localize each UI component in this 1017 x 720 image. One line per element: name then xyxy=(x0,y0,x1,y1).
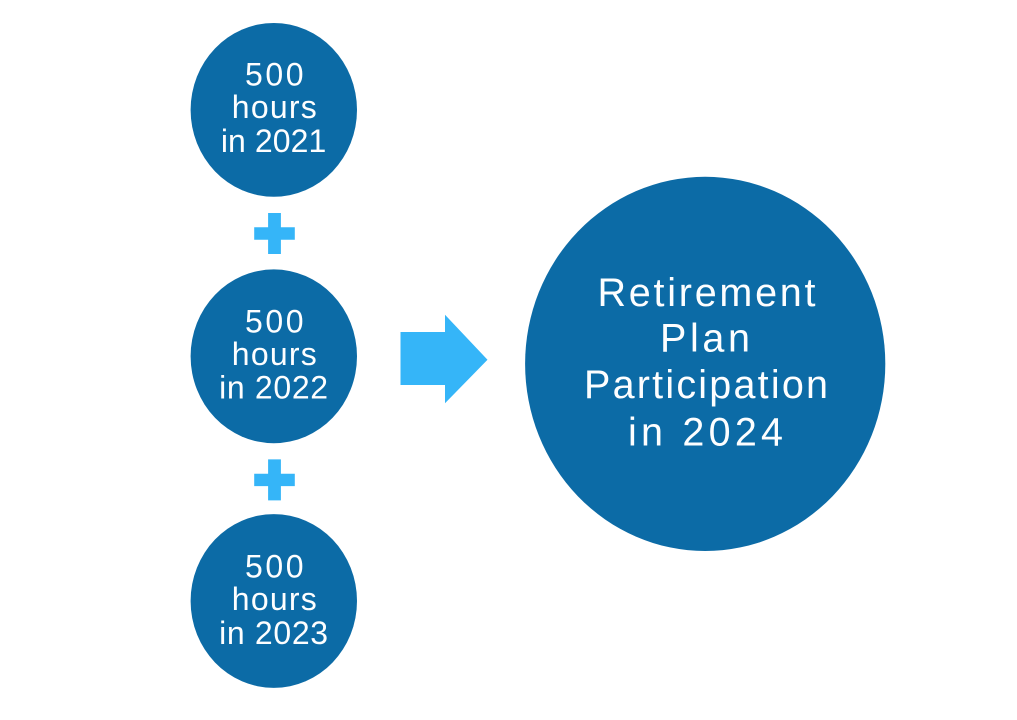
svg-text:Retirement: Retirement xyxy=(598,271,816,315)
svg-text:hours: hours xyxy=(232,336,317,372)
svg-text:in 2021: in 2021 xyxy=(221,123,327,159)
svg-text:in 2023: in 2023 xyxy=(219,615,328,651)
svg-text:hours: hours xyxy=(232,89,317,125)
svg-text:in 2022: in 2022 xyxy=(219,370,328,406)
svg-text:Participation: Participation xyxy=(584,363,828,407)
svg-text:Plan: Plan xyxy=(660,316,750,360)
svg-text:500: 500 xyxy=(245,303,304,339)
svg-text:500: 500 xyxy=(245,548,304,584)
svg-text:500: 500 xyxy=(245,57,304,93)
svg-text:hours: hours xyxy=(232,581,317,617)
